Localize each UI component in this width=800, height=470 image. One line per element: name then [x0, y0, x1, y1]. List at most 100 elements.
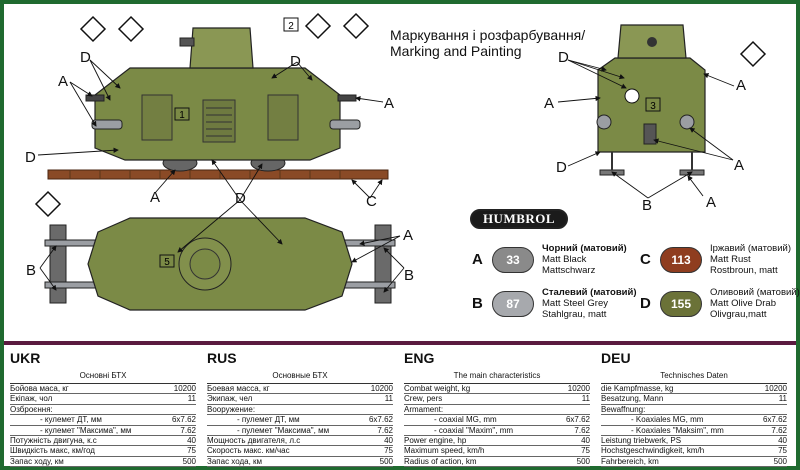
- page-title: Маркування і розфарбування/ Marking and …: [390, 27, 585, 59]
- paint-b: B 87 Сталевий (матовий) Matt Steel Grey …: [472, 287, 637, 320]
- spec-value: 6x7.62: [762, 415, 787, 425]
- side-door-right: [267, 94, 299, 141]
- paint-description: Іржавий (матовий) Matt Rust Rostbroun, m…: [710, 243, 791, 276]
- front-view: 3: [596, 24, 706, 176]
- buffer-left: [91, 119, 123, 130]
- spec-key: - кулемет "Максима", мм: [40, 425, 132, 435]
- spec-key: Потужність двигуна, к.с: [10, 435, 97, 445]
- spec-key: Hochstgeschwindigkeit, km/h: [601, 446, 705, 456]
- spec-key: Экипаж, чел: [207, 394, 253, 404]
- spec-value: 10200: [567, 384, 590, 393]
- emblem-front: [624, 88, 640, 104]
- spec-value: 40: [778, 435, 787, 445]
- spec-key: Вооружение:: [207, 404, 256, 414]
- spec-row: Besatzung, Mann 11: [601, 394, 787, 405]
- spec-key: Bewaffnung:: [601, 404, 646, 414]
- label-a-side-right: A: [384, 95, 394, 112]
- spec-key: Боевая масса, кг: [207, 384, 270, 393]
- turret-gun: [179, 37, 195, 47]
- lang-heading-deu: DEU: [601, 350, 631, 366]
- emblem-diamond-1: [79, 15, 107, 43]
- label-a-top: A: [403, 227, 413, 244]
- lang-heading-ukr: UKR: [10, 350, 41, 366]
- label-b-top-right: B: [404, 267, 414, 284]
- paint-description: Сталевий (матовий) Matt Steel Grey Stahl…: [542, 287, 637, 320]
- marking-emblems: [34, 12, 767, 218]
- mg-right: [337, 94, 357, 102]
- spec-value: 6x7.62: [368, 415, 393, 425]
- paint-swatch: 33: [492, 246, 534, 273]
- spec-value: 7.62: [574, 425, 590, 435]
- title-ukrainian: Маркування і розфарбування/: [390, 27, 586, 43]
- spec-value: 75: [581, 446, 590, 456]
- section-divider: [4, 341, 796, 345]
- side-turret: [189, 27, 254, 69]
- paint-letter: C: [640, 251, 651, 268]
- spec-key: - Koaxiales "Maksim", mm: [631, 425, 724, 435]
- spec-key: - пулемет "Максима", мм: [237, 425, 330, 435]
- spec-key: Besatzung, Mann: [601, 394, 664, 404]
- paint-swatch: 113: [660, 246, 702, 273]
- spec-table-heading: Основні БТХ: [10, 371, 196, 384]
- paint-swatch: 87: [492, 290, 534, 317]
- spec-value: 7.62: [377, 425, 393, 435]
- top-bogie-left: [49, 224, 67, 304]
- paint-letter: B: [472, 295, 483, 312]
- paint-letter: A: [472, 251, 483, 268]
- spec-key: Швидкість макс, км/год: [10, 446, 95, 456]
- paint-letter: D: [640, 295, 651, 312]
- label-c-rail: C: [366, 193, 377, 210]
- top-bogie-right: [374, 224, 392, 304]
- marking-1: 1: [179, 110, 185, 121]
- side-view: 1 2: [47, 17, 389, 180]
- spec-table-eng: The main characteristics Combat weight, …: [404, 371, 590, 468]
- spec-table-heading: The main characteristics: [404, 371, 590, 384]
- paint-name-de: Rostbroun, matt: [710, 265, 778, 276]
- spec-key: Запас ходу, км: [10, 456, 64, 466]
- label-d-front-bottom: D: [556, 159, 567, 176]
- spec-value: 10200: [764, 384, 787, 393]
- spec-row: Bewaffnung:: [601, 404, 787, 416]
- spec-row: Озброєння:: [10, 405, 196, 416]
- front-buffer-right: [679, 114, 695, 130]
- spec-value: 500: [379, 456, 393, 466]
- spec-row: Combat weight, kg 10200: [404, 384, 590, 395]
- spec-value: 500: [576, 456, 590, 466]
- spec-value: 11: [778, 394, 787, 404]
- spec-value: 75: [778, 446, 787, 456]
- paint-name-ua: Чорний (матовий): [542, 243, 627, 254]
- paint-d: D 155 Оливовий (матовий) Matt Olive Drab…: [640, 287, 800, 320]
- label-a-front-right: A: [736, 77, 746, 94]
- mg-left: [85, 94, 105, 102]
- spec-row: Вооружение:: [207, 404, 393, 416]
- spec-key: die Kampfmasse, kg: [601, 384, 674, 393]
- title-english: Marking and Painting: [390, 43, 522, 59]
- top-view: 5: [44, 217, 396, 311]
- spec-value: 75: [384, 446, 393, 456]
- spec-key: Fahrbereich, km: [601, 456, 659, 466]
- label-a-front-rail: A: [706, 194, 716, 211]
- emblem-diamond-6: [34, 190, 62, 218]
- spec-row: Leistung triebwerk, PS 40: [601, 435, 787, 447]
- spec-key: Power engine, hp: [404, 435, 467, 445]
- emblem-diamond-5: [739, 40, 767, 68]
- front-coupler: [643, 123, 657, 145]
- side-door-left: [141, 94, 173, 141]
- spec-key: Бойова маса, кг: [10, 384, 69, 393]
- paint-a: A 33 Чорний (матовий) Matt Black Mattsch…: [472, 243, 627, 276]
- spec-value: 40: [581, 435, 590, 445]
- spec-key: Combat weight, kg: [404, 384, 471, 393]
- spec-key: Leistung triebwerk, PS: [601, 435, 682, 445]
- spec-key: Armament:: [404, 404, 444, 414]
